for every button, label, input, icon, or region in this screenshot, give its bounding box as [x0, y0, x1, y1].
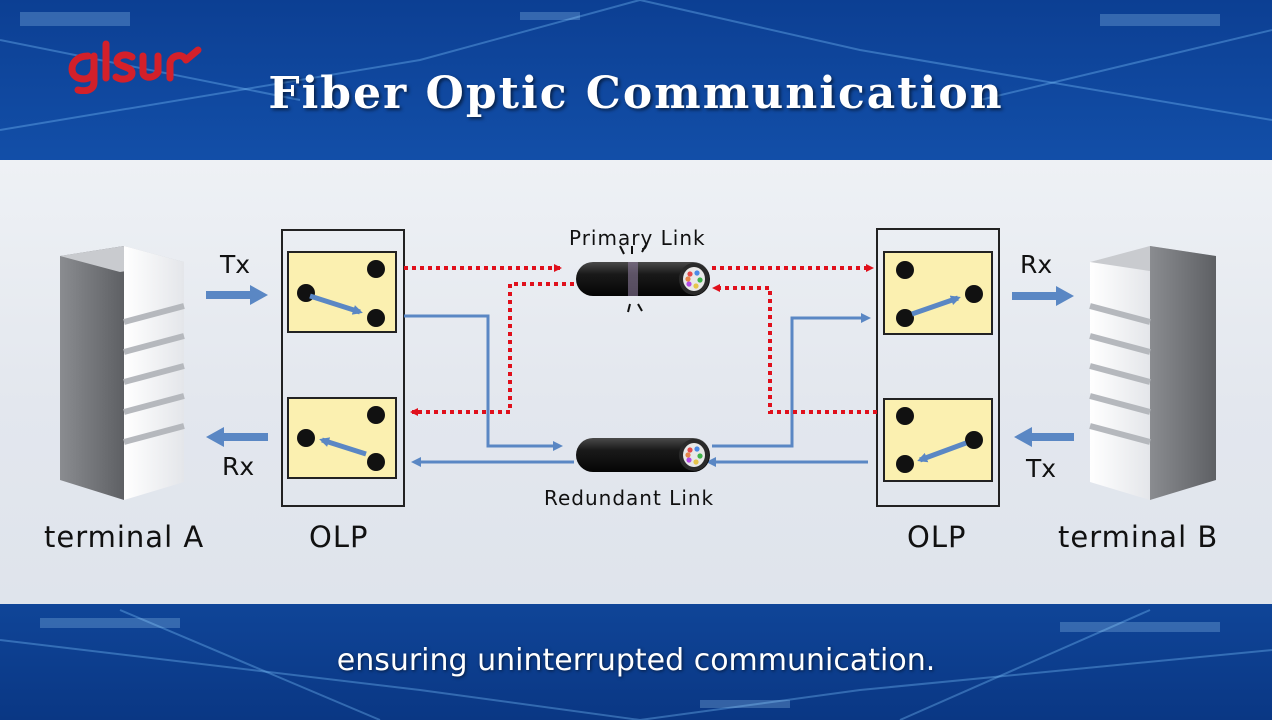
glsun-logo — [68, 40, 202, 94]
diagram-panel — [0, 160, 1272, 604]
primary-link-cable — [576, 244, 710, 313]
olp-right-frame — [876, 228, 1000, 507]
terminal-b-server — [1089, 246, 1216, 500]
terminal-b-label: terminal B — [1058, 520, 1219, 554]
tx-right-label: Tx — [1026, 454, 1057, 483]
redundant-link-cable — [576, 438, 710, 472]
rx-left-arrow — [206, 427, 268, 447]
olp-right-label: OLP — [907, 520, 967, 554]
terminal-a-label: terminal A — [44, 520, 205, 554]
rx-right-label: Rx — [1020, 250, 1053, 279]
redundant-signal-paths — [404, 313, 871, 467]
olp-left-frame — [281, 229, 405, 507]
olp-left-bottom-switch — [287, 397, 397, 479]
olp-right-bottom-switch — [883, 398, 993, 482]
tx-left-arrow — [206, 285, 268, 305]
primary-link-label: Primary Link — [569, 226, 706, 250]
tx-right-arrow — [1014, 427, 1074, 447]
page-title: Fiber Optic Communication — [268, 68, 1004, 119]
rx-right-arrow — [1012, 286, 1074, 306]
olp-left-top-switch — [287, 251, 397, 333]
caption-subtitle: ensuring uninterrupted communication. — [336, 643, 936, 678]
primary-signal-paths — [404, 264, 877, 416]
rx-left-label: Rx — [222, 452, 255, 481]
terminal-a-server — [60, 246, 185, 500]
olp-left-label: OLP — [309, 520, 369, 554]
tx-left-label: Tx — [220, 250, 251, 279]
olp-right-top-switch — [883, 251, 993, 335]
redundant-link-label: Redundant Link — [544, 486, 715, 510]
